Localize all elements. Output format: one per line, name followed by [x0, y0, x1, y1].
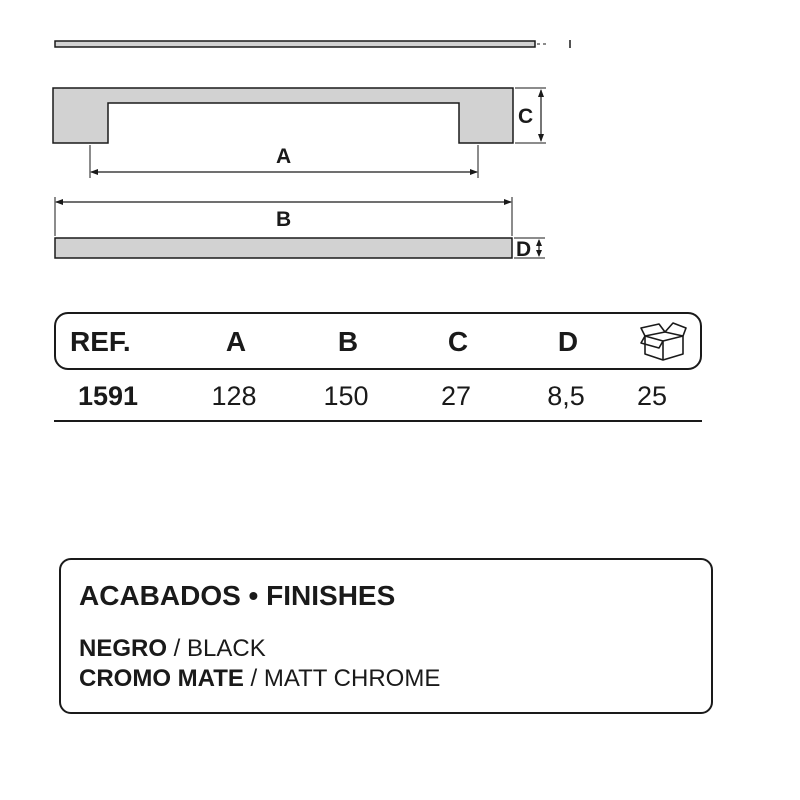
- dim-d-label: D: [516, 238, 532, 261]
- finish-separator: /: [243, 665, 264, 692]
- header-b: B: [337, 326, 359, 357]
- header-a: A: [225, 326, 247, 357]
- table-row: 1591 128 150 27 8,5 25: [54, 370, 702, 422]
- finishes-panel: ACABADOS • FINISHES NEGRO / BLACK CROMO …: [59, 558, 713, 714]
- dim-c-label: C: [518, 105, 534, 128]
- cell-b: 150: [323, 381, 369, 411]
- header-ref: REF.: [70, 326, 131, 357]
- spec-table: REF. A B C D 1591 128 150 27 8,5 25: [54, 312, 702, 422]
- finish-separator: /: [167, 635, 188, 662]
- cell-c: 27: [440, 381, 472, 411]
- handle-technical-drawing: [52, 40, 571, 259]
- cell-ref: 1591: [78, 381, 139, 411]
- cell-d: 8,5: [547, 381, 585, 411]
- finish-name-en: MATT CHROME: [263, 665, 441, 692]
- finish-name-en: BLACK: [187, 635, 266, 662]
- side-view-bar: [54, 237, 513, 259]
- finishes-title: ACABADOS • FINISHES: [79, 580, 396, 611]
- header-d: D: [557, 326, 579, 357]
- finish-name-es: NEGRO: [79, 635, 168, 662]
- cell-units-per-box: 25: [636, 381, 668, 411]
- finish-name-es: CROMO MATE: [79, 665, 244, 692]
- spec-table-header: REF. A B C D: [54, 312, 702, 370]
- box-icon: [640, 322, 687, 361]
- front-view-handle: [52, 87, 514, 144]
- dim-d-arrows: [536, 239, 542, 257]
- finish-item-matt-chrome: CROMO MATE / MATT CHROME: [79, 664, 711, 694]
- dim-b-label: B: [276, 208, 292, 231]
- cell-a: 128: [211, 381, 257, 411]
- finish-item-black: NEGRO / BLACK: [79, 634, 711, 664]
- dim-a-label: A: [276, 145, 292, 168]
- header-c: C: [447, 326, 469, 357]
- top-view-bar: [54, 40, 536, 48]
